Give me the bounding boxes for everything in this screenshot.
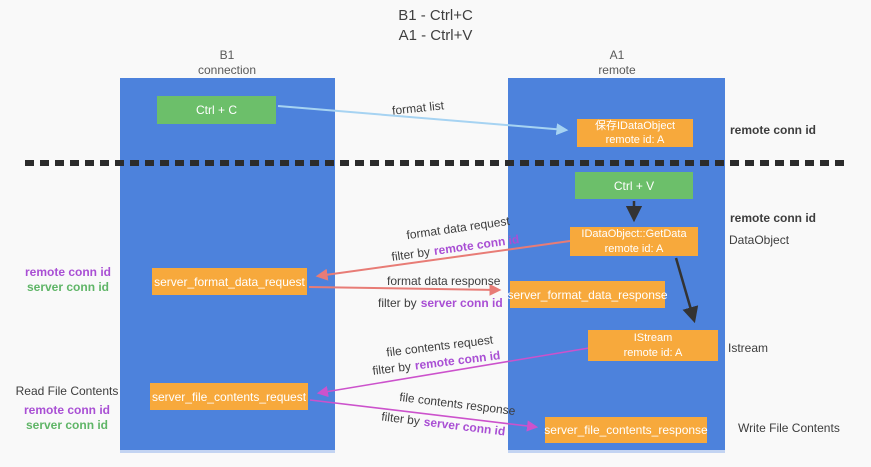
dashed-separator-line bbox=[25, 160, 846, 166]
box-ctrl-v: Ctrl + V bbox=[575, 172, 693, 199]
column-b1-name: B1 bbox=[219, 48, 235, 62]
box-istream-line2: remote id: A bbox=[623, 346, 683, 359]
left-format-remote-conn-id: remote conn id bbox=[24, 265, 111, 279]
box-save-idataobject-line2: remote id: A bbox=[605, 134, 665, 146]
left-file-remote-conn-id: remote conn id bbox=[23, 403, 110, 417]
box-format-request-label: server_format_data_request bbox=[154, 274, 305, 289]
column-b1-subtitle: connection bbox=[197, 63, 257, 77]
column-header-b1: B1 connection bbox=[167, 48, 287, 78]
box-server-file-contents-request: server_file_contents_request bbox=[150, 383, 308, 410]
box-getdata-line1: IDataObject::GetData bbox=[581, 228, 687, 241]
box-idataobject-getdata: IDataObject::GetData remote id: A bbox=[570, 227, 698, 256]
box-getdata-line2: remote id: A bbox=[604, 242, 664, 255]
box-server-format-data-request: server_format_data_request bbox=[152, 268, 307, 295]
box-ctrl-c: Ctrl + C bbox=[157, 96, 276, 124]
box-ctrl-v-label: Ctrl + V bbox=[613, 178, 655, 193]
right-istream-label: Istream bbox=[728, 341, 769, 355]
box-server-format-data-response: server_format_data_response bbox=[507, 281, 668, 308]
diagram-title: B1 - Ctrl+C A1 - Ctrl+V bbox=[0, 6, 871, 47]
column-header-a1: A1 remote bbox=[557, 48, 677, 78]
box-save-idataobject: 保存IDataObject remote id: A bbox=[577, 119, 693, 147]
column-a1-name: A1 bbox=[609, 48, 625, 62]
label-format-list: format list bbox=[391, 98, 445, 118]
box-format-response-label: server_format_data_response bbox=[507, 287, 668, 302]
label-format-data-response: format data response bbox=[387, 274, 501, 288]
left-file-server-conn-id: server conn id bbox=[25, 418, 109, 432]
box-server-file-contents-response: server_file_contents_response bbox=[544, 417, 708, 443]
right-dataobject-label: DataObject bbox=[729, 233, 790, 247]
label-filter-prefix: filter by bbox=[371, 359, 412, 378]
right-top-remote-conn-id: remote conn id bbox=[730, 123, 817, 137]
box-istream-line1: IStream bbox=[633, 332, 673, 345]
label-filter-prefix: filter by bbox=[390, 244, 431, 264]
title-line-b1: B1 - Ctrl+C bbox=[398, 7, 473, 24]
right-write-file-contents-label: Write File Contents bbox=[738, 421, 840, 435]
box-file-response-label: server_file_contents_response bbox=[544, 423, 708, 437]
left-format-server-conn-id: server conn id bbox=[26, 280, 110, 294]
box-ctrl-c-label: Ctrl + C bbox=[195, 103, 237, 117]
label-filter-prefix: filter by bbox=[380, 409, 421, 429]
annotation-left-file-ids: Read File Contents remote conn id server… bbox=[12, 384, 122, 433]
box-istream: IStream remote id: A bbox=[588, 330, 718, 361]
label-server-conn-id: server conn id bbox=[422, 414, 507, 439]
box-save-idataobject-line1: 保存IDataObject bbox=[594, 119, 676, 132]
column-a1-subtitle: remote bbox=[598, 63, 636, 77]
left-read-file-contents: Read File Contents bbox=[15, 384, 119, 398]
label-filter-prefix: filter by bbox=[378, 296, 417, 310]
annotation-left-format-ids: remote conn id server conn id bbox=[18, 265, 118, 295]
box-file-request-label: server_file_contents_request bbox=[151, 389, 307, 404]
title-line-a1: A1 - Ctrl+V bbox=[398, 27, 473, 45]
label-server-conn-id: server conn id bbox=[420, 296, 503, 310]
right-mid-remote-conn-id: remote conn id bbox=[730, 211, 817, 225]
